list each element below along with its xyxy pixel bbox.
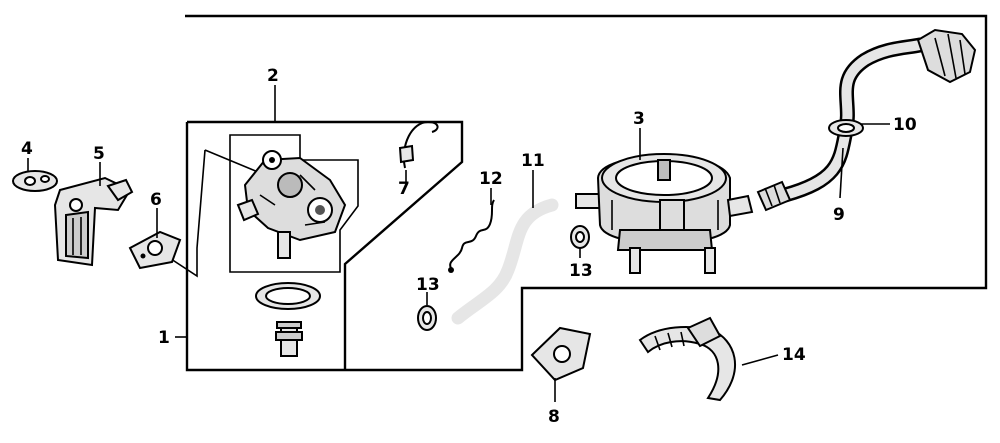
label-part-3: 3: [633, 109, 645, 129]
label-part-14: 14: [782, 345, 806, 365]
label-part-8: 8: [548, 407, 560, 427]
carburetor-detail-box: [229, 134, 359, 273]
part-10-grommet: [828, 119, 864, 137]
label-part-11: 11: [521, 151, 545, 171]
part-13-clamp-right: [570, 225, 590, 249]
label-part-1: 1: [158, 328, 170, 348]
outer-assembly-frame: [185, 14, 988, 372]
part-7-wire-clip: [398, 120, 439, 169]
carburetor-subframe: [187, 120, 464, 370]
leader-lines: [27, 85, 890, 402]
gasket-leader-line: [164, 149, 259, 278]
label-part-2: 2: [267, 66, 279, 86]
part-3-regulator: [575, 153, 754, 274]
label-part-13-left: 13: [416, 275, 440, 295]
label-part-6: 6: [150, 190, 162, 210]
label-part-10: 10: [893, 115, 917, 135]
label-part-4: 4: [21, 139, 33, 159]
part-12-spring-hose: [448, 199, 495, 273]
part-8-gasket-plate: [530, 326, 592, 382]
part-4-gasket: [12, 170, 58, 192]
part-5-bracket: [53, 176, 134, 267]
intake-filter-cap: [916, 28, 977, 84]
label-part-5: 5: [93, 144, 105, 164]
part-11-fuel-hose: [451, 198, 559, 325]
part-6-gasket: [128, 230, 182, 270]
label-part-12: 12: [479, 169, 503, 189]
label-part-13-right: 13: [569, 261, 593, 281]
label-part-7: 7: [398, 179, 410, 199]
label-part-9: 9: [833, 205, 845, 225]
part-13-clamp-left: [417, 305, 437, 331]
part-14-band-clamp: [638, 316, 737, 402]
carburetor-inlet-fitting: [275, 321, 303, 357]
part-9-intake-hose: [756, 37, 928, 212]
part-2-carburetor: [236, 150, 347, 259]
carburetor-gasket-ring: [255, 282, 321, 310]
